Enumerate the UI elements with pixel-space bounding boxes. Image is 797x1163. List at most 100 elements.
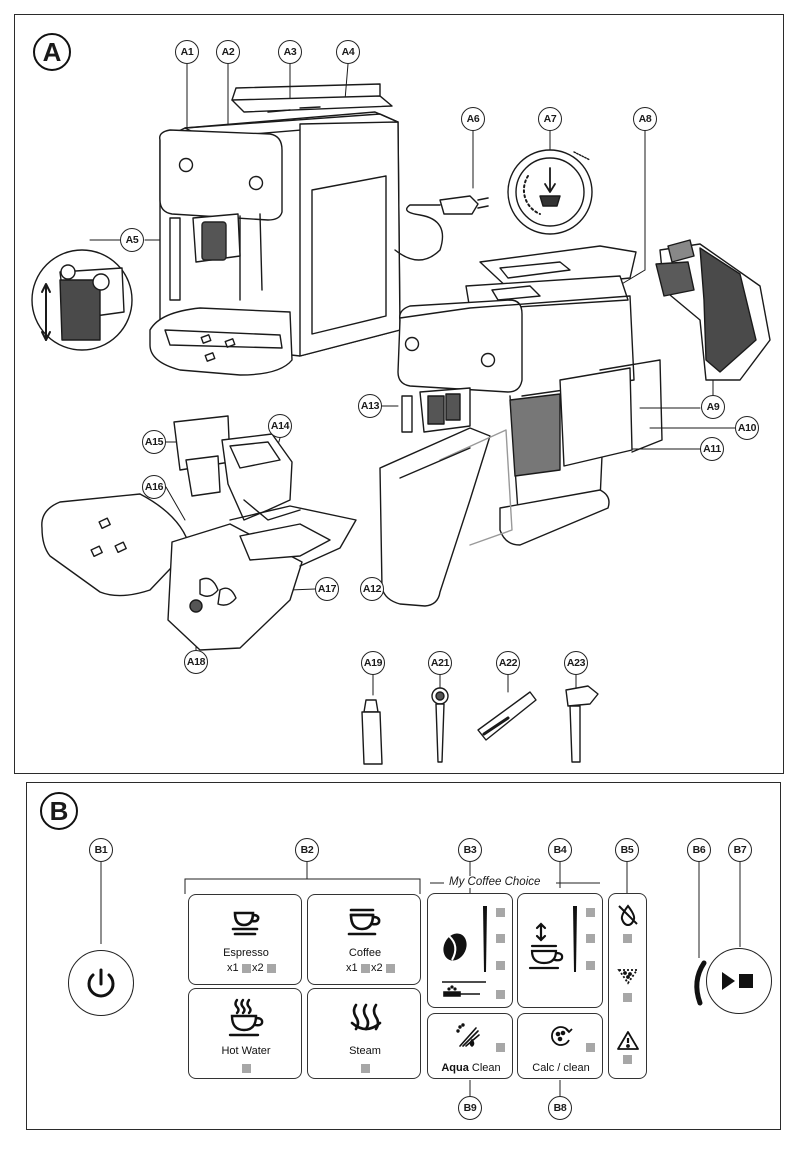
strength-scale [483, 906, 487, 972]
cup-size-button[interactable] [517, 893, 603, 1008]
steam-label: Steam [349, 1045, 381, 1057]
callout-a5: A5 [120, 228, 144, 252]
status-column [608, 893, 647, 1079]
progress-indicator [694, 960, 707, 1006]
callout-a6: A6 [461, 107, 485, 131]
calc-clean-label: Calc / clean [532, 1062, 590, 1074]
section-a-marker: A [33, 33, 71, 71]
espresso-x2: x2 [252, 962, 264, 974]
callout-a7: A7 [538, 107, 562, 131]
brew-group [655, 239, 771, 381]
callout-b7: B7 [728, 838, 752, 862]
ground-coffee-icon [442, 981, 486, 997]
plug [439, 195, 489, 215]
grounds-container-icon [617, 969, 639, 985]
hot-water-icon [228, 998, 264, 1037]
warning-icon [617, 1031, 639, 1050]
grounds-container-led [623, 993, 632, 1002]
section-b-marker: B [40, 792, 78, 830]
callout-b5: B5 [615, 838, 639, 862]
spout-detail [31, 249, 133, 351]
coffee-label: Coffee [348, 947, 382, 959]
callout-a22: A22 [496, 651, 520, 675]
hot-water-button[interactable]: Hot Water [188, 988, 302, 1079]
coffee-x1-led [361, 964, 370, 973]
section-a-frame [14, 14, 784, 774]
espresso-x2-led [267, 964, 276, 973]
coffee-button[interactable]: Coffee x1 x2 [307, 894, 421, 985]
start-stop-button[interactable] [706, 948, 772, 1014]
aqua-clean-indicator: Aqua Clean [427, 1013, 513, 1079]
callout-a12: A12 [360, 577, 384, 601]
cup-size-led-2 [586, 934, 595, 943]
coffee-strength-button[interactable] [427, 893, 513, 1008]
calc-clean-indicator: Calc / clean [517, 1013, 603, 1079]
power-button[interactable] [68, 950, 134, 1016]
water-tank-icon [618, 904, 638, 927]
coffee-x2-led [386, 964, 395, 973]
callout-b2: B2 [295, 838, 319, 862]
espresso-cup-icon [231, 911, 260, 936]
accessories [361, 685, 599, 765]
callout-a4: A4 [336, 40, 360, 64]
callout-a9: A9 [701, 395, 725, 419]
my-coffee-choice-title: My Coffee Choice [446, 876, 544, 888]
callout-a1: A1 [175, 40, 199, 64]
callout-b9: B9 [458, 1096, 482, 1120]
callout-b1: B1 [89, 838, 113, 862]
callout-a21: A21 [428, 651, 452, 675]
espresso-x1: x1 [227, 962, 239, 974]
cup-size-icon [528, 922, 564, 970]
calc-clean-icon [551, 1026, 573, 1046]
aqua-clean-icon [456, 1023, 480, 1047]
coffee-x2: x2 [371, 962, 383, 974]
steam-button[interactable]: Steam [307, 988, 421, 1079]
ground-coffee-led [496, 990, 505, 999]
aqua-clean-label: Aqua Clean [441, 1062, 501, 1074]
machine-front [149, 83, 444, 376]
callout-a13: A13 [358, 394, 382, 418]
coffee-x1: x1 [346, 962, 358, 974]
drip-tray [41, 493, 357, 651]
callout-a18: A18 [184, 650, 208, 674]
hot-water-label: Hot Water [221, 1045, 271, 1057]
calc-clean-led [586, 1043, 595, 1052]
steam-icon [350, 1003, 382, 1031]
cup-size-led-1 [586, 908, 595, 917]
callout-b6: B6 [687, 838, 711, 862]
callout-a23: A23 [564, 651, 588, 675]
callout-b3: B3 [458, 838, 482, 862]
coffee-cup-icon [347, 908, 381, 936]
strength-led-3 [496, 961, 505, 970]
grounds-container [173, 415, 301, 521]
water-tank-led [623, 934, 632, 943]
strength-led-1 [496, 908, 505, 917]
steam-led [361, 1064, 370, 1073]
coffee-bean-icon [443, 933, 467, 961]
espresso-label: Espresso [223, 947, 269, 959]
warning-led [623, 1055, 632, 1064]
callout-b8: B8 [548, 1096, 572, 1120]
callout-a16: A16 [142, 475, 166, 499]
aqua-clean-led [496, 1043, 505, 1052]
cup-size-led-3 [586, 961, 595, 970]
espresso-x1-led [242, 964, 251, 973]
callout-a14: A14 [268, 414, 292, 438]
section-b-frame [26, 782, 781, 1130]
strength-led-2 [496, 934, 505, 943]
callout-a15: A15 [142, 430, 166, 454]
machine-open [379, 245, 663, 607]
callout-a2: A2 [216, 40, 240, 64]
callout-a10: A10 [735, 416, 759, 440]
callout-a8: A8 [633, 107, 657, 131]
hot-water-led [242, 1064, 251, 1073]
callout-a11: A11 [700, 437, 724, 461]
callout-a19: A19 [361, 651, 385, 675]
grind-dial [507, 149, 593, 235]
espresso-button[interactable]: Espresso x1 x2 [188, 894, 302, 985]
cup-size-scale [573, 906, 577, 972]
start-stop-icon [722, 972, 753, 990]
power-icon [87, 968, 115, 998]
callout-a3: A3 [278, 40, 302, 64]
